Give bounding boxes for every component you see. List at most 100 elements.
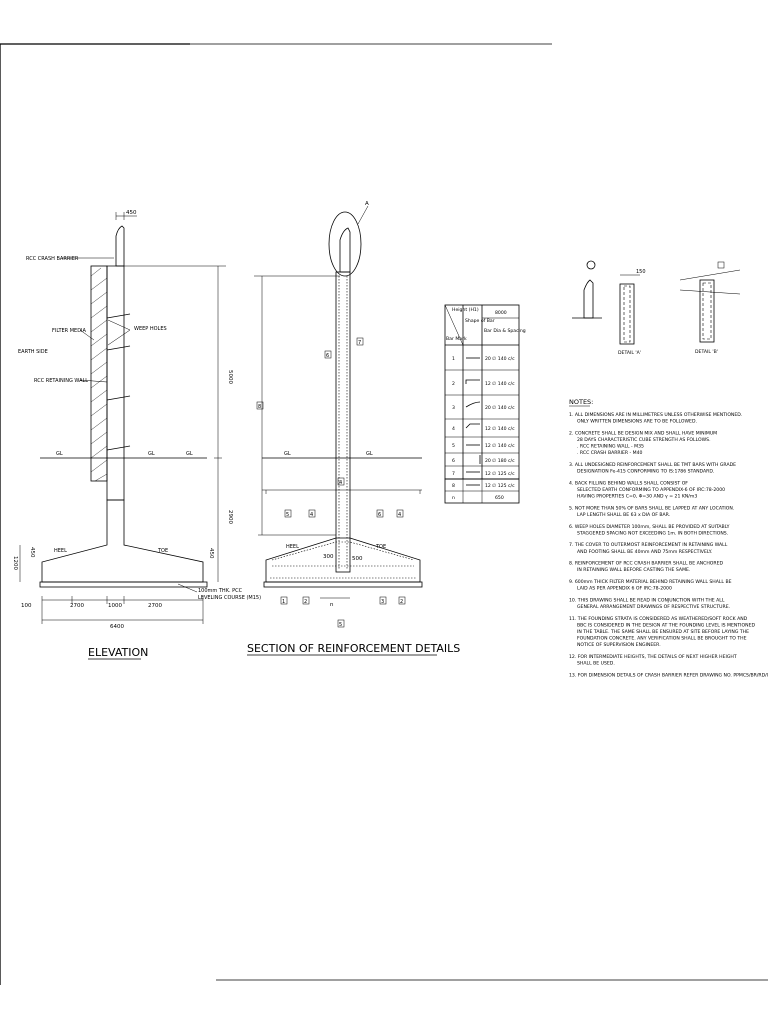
schedule-header-shape: Shape of Bar <box>465 318 495 324</box>
bar-mark-label: 6 <box>378 512 381 518</box>
detail-a-marker: A <box>365 201 369 207</box>
label-crash-barrier: RCC CRASH BARRIER <box>26 256 79 262</box>
notes-list: 1. ALL DIMENSIONS ARE IN MILLIMETRES UNL… <box>569 412 768 678</box>
schedule-header-dia: Bar Dia & Spacing <box>484 328 526 334</box>
elevation-leaders <box>62 257 131 383</box>
bar-mark-label: 7 <box>358 340 361 346</box>
label-earth-side: EARTH SIDE <box>18 349 48 355</box>
note-line: 8. REINFORCEMENT OF RCC CRASH BARRIER SH… <box>569 561 724 567</box>
pcc-leveling-course <box>39 581 208 588</box>
detail-b-label: DETAIL 'B' <box>695 349 718 355</box>
note-line: . RCC CRASH BARRIER - M40 <box>577 450 643 456</box>
section-heel: HEEL <box>286 544 299 550</box>
schedule-row-spec: 12 ∅ 140 c/c <box>485 426 515 432</box>
bar-mark-label: 3 <box>381 599 384 605</box>
schedule-row-mark: 2 <box>452 381 455 387</box>
label-gl-1: GL <box>56 451 63 457</box>
note-line: 5. NOT MORE THAN 50% OF BARS SHALL BE LA… <box>569 505 734 511</box>
elevation-drawing: RCC CRASH BARRIER FILTER MEDIA WEEP HOLE… <box>12 210 261 660</box>
detail-sketches: 150 DETAIL 'A' DETAIL 'B' <box>572 260 741 356</box>
label-heel: HEEL <box>54 548 67 554</box>
notes-heading: NOTES: <box>569 398 593 406</box>
label-filter-media: FILTER MEDIA <box>52 328 87 334</box>
label-gl-2: GL <box>148 451 155 457</box>
note-line: 12. FOR INTERMEDIATE HEIGHTS, THE DETAIL… <box>569 654 737 660</box>
note-line: 11. THE FOUNDING STRATA IS CONSIDERED AS… <box>569 616 748 622</box>
bar-schedule-table: Height (H1) Bar Mark Shape of Bar 8000 B… <box>444 304 526 504</box>
note-line: LAP LENGTH SHALL BE 63 x DIA OF BAR. <box>577 512 670 518</box>
label-toe: TOE <box>157 548 168 554</box>
note-line: ONLY WRITTEN DIMENSIONS ARE TO BE FOLLOW… <box>577 419 697 425</box>
note-line: IN RETAINING WALL BEFORE CASTING THE SAM… <box>577 567 690 573</box>
schedule-row-spec: 650 <box>495 495 504 501</box>
dim-stem-upper: 5000 <box>227 370 233 384</box>
bar-mark-label: 8 <box>258 404 261 410</box>
detail-sketch-1 <box>583 279 594 319</box>
elevation-title: ELEVATION <box>88 646 148 659</box>
bar-mark-tags <box>256 337 406 628</box>
note-line: 2. CONCRETE SHALL BE DESIGN MIX AND SHAL… <box>569 430 717 436</box>
section-dimensions <box>254 275 422 599</box>
note-line: IN THE TABLE. THE SAME SHALL BE ENSURED … <box>577 629 749 635</box>
note-line: DESIGNATION Fe-415 CONFORMING TO IS:1786… <box>577 469 714 475</box>
filter-media-hatch <box>90 265 108 482</box>
dim-100: 100 <box>21 603 32 609</box>
schedule-row-mark: 7 <box>452 471 455 477</box>
section-gl-1: GL <box>284 451 291 457</box>
note-line: 13. FOR DIMENSION DETAILS OF CRASH BARRI… <box>569 672 768 678</box>
dim-total: 6400 <box>110 624 124 630</box>
bar-mark-label: 2 <box>304 599 307 605</box>
section-dim-300: 300 <box>323 554 334 560</box>
bar-mark-label: 2 <box>400 599 403 605</box>
dim-1000: 1000 <box>108 603 122 609</box>
note-line: SELECTED EARTH CONFORMING TO APPENDIX-6 … <box>577 487 725 493</box>
schedule-header-bar-mark: Bar Mark <box>446 336 467 342</box>
label-pcc-2: LEVELING COURSE (M15) <box>198 595 261 601</box>
section-toe: TOE <box>375 544 386 550</box>
notes-block: NOTES: 1. ALL DIMENSIONS ARE IN MILLIMET… <box>569 398 768 678</box>
note-line: 10. THIS DRAWING SHALL BE READ IN CONJUN… <box>569 597 725 603</box>
label-gl-3: GL <box>186 451 193 457</box>
note-line: 6. WEEP HOLES DIAMETER 100mm, SHALL BE P… <box>569 524 730 530</box>
note-line: GENERAL ARRANGEMENT DRAWINGS OF RESPECTI… <box>577 604 730 610</box>
schedule-rows: 1 20 ∅ 140 c/c 2 12 ∅ 140 c/c 3 20 ∅ 140… <box>452 356 515 477</box>
crash-barrier-shape <box>115 225 125 267</box>
detail-a-label: DETAIL 'A' <box>618 350 641 356</box>
dim-top-width: 450 <box>126 210 137 216</box>
note-line: STAGGERED SPACING NOT EXCEEDING 1m. IN B… <box>577 530 728 536</box>
schedule-row-spec: 12 ∅ 125 c/c <box>485 471 515 477</box>
note-line: FOUNDATION CONCRETE. ANY VERIFICATION SH… <box>577 636 747 642</box>
section-crash-barrier <box>339 227 351 273</box>
schedule-row-spec: 20 ∅ 140 c/c <box>485 356 515 362</box>
dim-stem-lower: 2900 <box>227 510 233 524</box>
schedule-row-spec: 20 ∅ 180 c/c <box>485 458 515 464</box>
schedule-row-spec: 20 ∅ 140 c/c <box>485 405 515 411</box>
note-line: 1. ALL DIMENSIONS ARE IN MILLIMETRES UNL… <box>569 412 742 418</box>
note-line: 28 DAYS CHARACTERISTIC CUBE STRENGTH AS … <box>577 437 711 443</box>
schedule-row-mark: 1 <box>452 356 455 362</box>
weep-holes <box>106 313 131 451</box>
dim-heel-thk: 450 <box>29 547 35 558</box>
dim-base-depth: 1200 <box>12 556 18 570</box>
schedule-row-mark: 5 <box>452 443 455 449</box>
label-pcc-1: 100mm THK. PCC <box>198 588 243 594</box>
note-line: SHALL BE USED. <box>577 661 615 667</box>
section-dim-500: 500 <box>352 556 363 562</box>
schedule-row-mark: 8 <box>452 483 455 489</box>
bar-mark-label: 4 <box>398 512 401 518</box>
elevation-dimensions <box>19 212 226 624</box>
note-line: LAID AS PER APPENDIX 6 OF IRC:78-2000 <box>577 586 672 592</box>
section-title: SECTION OF REINFORCEMENT DETAILS <box>247 642 460 655</box>
footing-shape <box>41 499 204 583</box>
bar-mark-label: 5 <box>286 512 289 518</box>
section-dim-n: n <box>330 602 334 608</box>
stem-shape <box>106 265 125 501</box>
section-stem <box>335 271 351 573</box>
dim-toe-thk: 450 <box>208 548 214 559</box>
schedule-shapes <box>465 357 481 473</box>
note-line: . RCC RETAINING WALL - M35 <box>577 444 644 450</box>
bar-mark-label: 5 <box>339 622 342 628</box>
detail-a-callout <box>328 211 362 277</box>
note-line: NOTICE OF SUPERVISION ENGINEER. <box>577 642 661 648</box>
schedule-row-mark: n <box>452 496 455 501</box>
